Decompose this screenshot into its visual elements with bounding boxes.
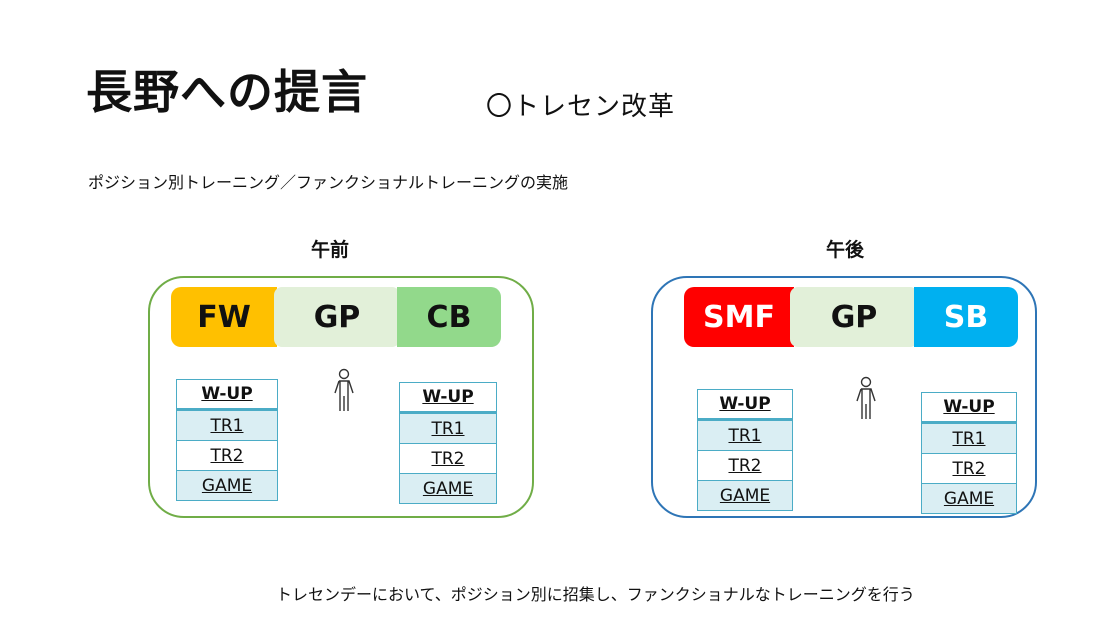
- schedule-table-am-right: W-UP TR1 TR2 GAME: [399, 382, 497, 504]
- footer-note: トレセンデーにおいて、ポジション別に招集し、ファンクショナルなトレーニングを行う: [276, 585, 915, 604]
- schedule-row: W-UP: [922, 393, 1016, 423]
- position-fw: FW: [171, 287, 277, 347]
- schedule-row: W-UP: [698, 390, 792, 420]
- schedule-row: TR2: [177, 440, 277, 470]
- schedule-row: GAME: [400, 473, 496, 503]
- position-gp-am: GP: [274, 287, 400, 347]
- schedule-row: TR1: [400, 413, 496, 443]
- schedule-row: GAME: [177, 470, 277, 500]
- session-panel-pm: [651, 276, 1037, 518]
- position-cb: CB: [397, 287, 501, 347]
- session-panel-am: [148, 276, 534, 518]
- schedule-row: TR2: [922, 453, 1016, 483]
- person-icon: [851, 376, 881, 422]
- schedule-row: TR2: [698, 450, 792, 480]
- schedule-row: GAME: [922, 483, 1016, 513]
- schedule-row: W-UP: [177, 380, 277, 410]
- page-title: 長野への提言: [86, 65, 368, 119]
- subtitle: 〇トレセン改革: [486, 92, 676, 122]
- session-label-am: 午前: [311, 239, 350, 261]
- person-icon: [329, 368, 359, 414]
- schedule-row: TR1: [177, 410, 277, 440]
- schedule-row: TR2: [400, 443, 496, 473]
- schedule-row: TR1: [922, 423, 1016, 453]
- schedule-row: GAME: [698, 480, 792, 510]
- schedule-table-pm-right: W-UP TR1 TR2 GAME: [921, 392, 1017, 514]
- schedule-table-am-left: W-UP TR1 TR2 GAME: [176, 379, 278, 501]
- description: ポジション別トレーニング／ファンクショナルトレーニングの実施: [88, 173, 569, 192]
- schedule-row: TR1: [698, 420, 792, 450]
- position-smf: SMF: [684, 287, 794, 347]
- position-sb: SB: [914, 287, 1018, 347]
- session-label-pm: 午後: [826, 239, 865, 261]
- schedule-row: W-UP: [400, 383, 496, 413]
- schedule-table-pm-left: W-UP TR1 TR2 GAME: [697, 389, 793, 511]
- position-gp-pm: GP: [790, 287, 918, 347]
